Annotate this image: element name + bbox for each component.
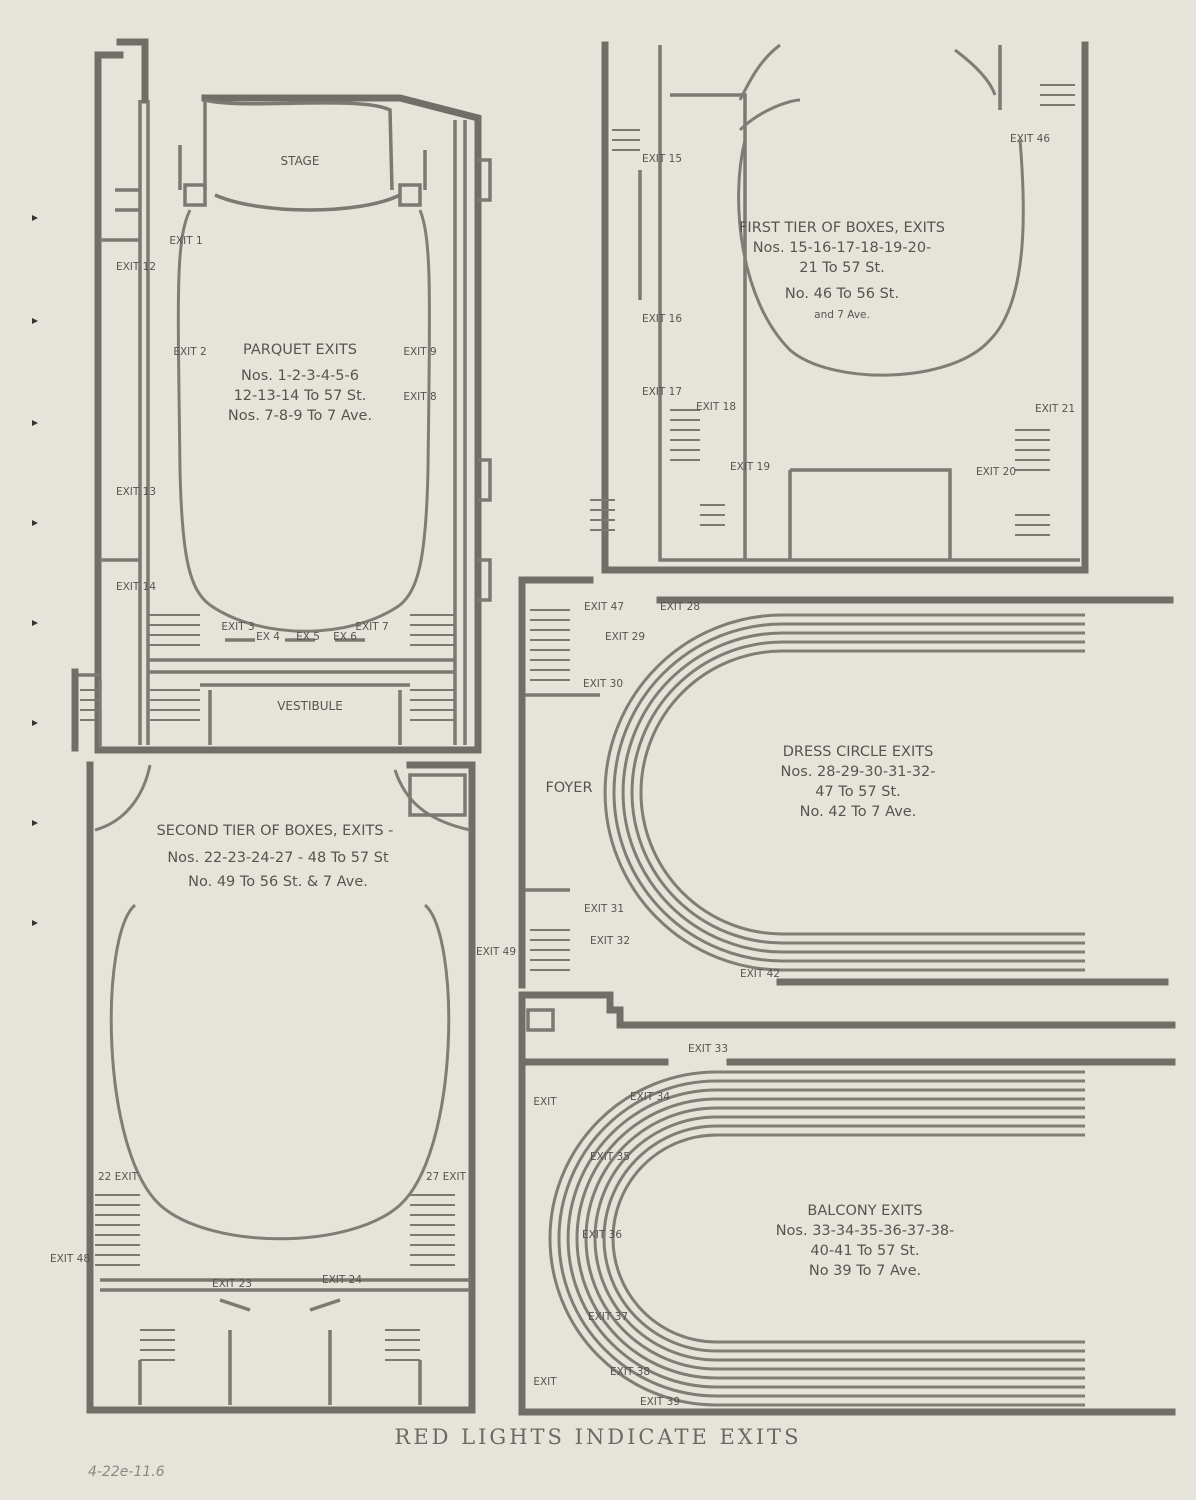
balcony-plan	[518, 991, 1176, 1416]
foyer-label: FOYER	[545, 780, 592, 796]
dress-circle-seat-row	[621, 631, 1085, 954]
exit-1: EXIT 1	[169, 235, 202, 247]
exit-37: EXIT 37	[588, 1311, 628, 1323]
exit-6: EX 6	[333, 631, 357, 643]
dress-circle-line-3: No. 42 To 7 Ave.	[800, 804, 917, 820]
first-tier-line-1: Nos. 15-16-17-18-19-20-	[753, 240, 932, 256]
exit-17: EXIT 17	[642, 386, 682, 398]
exit-14: EXIT 14	[116, 581, 156, 593]
exit-36: EXIT 36	[582, 1229, 622, 1241]
dress-circle-plan	[518, 576, 1174, 989]
exit-39: EXIT 39	[640, 1396, 680, 1408]
second-tier-line-1: Nos. 22-23-24-27 - 48 To 57 St	[167, 850, 389, 866]
exit-29: EXIT 29	[605, 631, 645, 643]
exit-19: EXIT 19	[730, 461, 770, 473]
first-tier-labels: FIRST TIER OF BOXES, EXITS Nos. 15-16-17…	[642, 133, 1075, 478]
exit-27: 27 EXIT	[426, 1171, 467, 1183]
parquet-title: PARQUET EXITS	[243, 342, 357, 358]
dress-circle-seat-row	[612, 622, 1085, 963]
exit-2: EXIT 2	[173, 346, 206, 358]
dress-circle-line-2: 47 To 57 St.	[815, 784, 901, 800]
exit-13: EXIT 13	[116, 486, 156, 498]
first-tier-plan	[590, 41, 1089, 574]
exit-22: 22 EXIT	[98, 1171, 139, 1183]
dress-circle-seat-row	[639, 649, 1085, 936]
dress-circle-title: DRESS CIRCLE EXITS	[783, 744, 934, 760]
parquet-line-1: Nos. 1-2-3-4-5-6	[241, 368, 359, 384]
second-tier-labels: SECOND TIER OF BOXES, EXITS - Nos. 22-23…	[50, 823, 516, 1290]
parquet-line-2: 12-13-14 To 57 St.	[234, 388, 367, 404]
exit-16: EXIT 16	[642, 313, 682, 325]
parquet-line-3: Nos. 7-8-9 To 7 Ave.	[228, 408, 372, 424]
exit-32: EXIT 32	[590, 935, 630, 947]
balcony-labels: BALCONY EXITS Nos. 33-34-35-36-37-38- 40…	[533, 1043, 954, 1408]
exit-31: EXIT 31	[584, 903, 624, 915]
exit-5: EX 5	[296, 631, 320, 643]
stage-label: STAGE	[281, 154, 320, 168]
exit-23: EXIT 23	[212, 1278, 252, 1290]
exit-7: EXIT 7	[355, 621, 388, 633]
vestibule-label: VESTIBULE	[277, 699, 343, 713]
exit-38: EXIT 38	[610, 1366, 650, 1378]
parquet-plan	[71, 38, 492, 754]
exit-12: EXIT 12	[116, 261, 156, 273]
first-tier-line-2: 21 To 57 St.	[799, 260, 885, 276]
exit-47: EXIT 47	[584, 601, 624, 613]
exit-9: EXIT 9	[403, 346, 436, 358]
first-tier-title: FIRST TIER OF BOXES, EXITS	[739, 220, 945, 236]
binding-edge-marks	[32, 215, 38, 926]
balcony-line-3: No 39 To 7 Ave.	[809, 1263, 921, 1279]
first-tier-line-3: No. 46 To 56 St.	[785, 286, 899, 302]
exit-balcony-left-top: EXIT	[533, 1096, 557, 1108]
first-tier-line-4: and 7 Ave.	[814, 309, 870, 321]
balcony-seat-row	[584, 1106, 1085, 1371]
dress-circle-seat-row	[630, 640, 1085, 945]
parquet-labels: STAGE VESTIBULE PARQUET EXITS Nos. 1-2-3…	[116, 154, 437, 713]
exit-34: EXIT 34	[630, 1091, 670, 1103]
exit-46: EXIT 46	[1010, 133, 1050, 145]
balcony-seat-row	[602, 1124, 1085, 1353]
archive-note: 4-22e-11.6	[88, 1464, 165, 1480]
second-tier-title: SECOND TIER OF BOXES, EXITS -	[157, 823, 394, 839]
dress-circle-line-1: Nos. 28-29-30-31-32-	[781, 764, 936, 780]
exit-4: EX 4	[256, 631, 280, 643]
balcony-title: BALCONY EXITS	[807, 1203, 922, 1219]
balcony-seat-row	[611, 1133, 1085, 1344]
dress-circle-labels: FOYER DRESS CIRCLE EXITS Nos. 28-29-30-3…	[545, 601, 935, 980]
balcony-seat-row	[557, 1079, 1085, 1398]
exit-8: EXIT 8	[403, 391, 436, 403]
exit-49: EXIT 49	[476, 946, 516, 958]
exit-20: EXIT 20	[976, 466, 1016, 478]
exit-24: EXIT 24	[322, 1274, 362, 1286]
second-tier-line-2: No. 49 To 56 St. & 7 Ave.	[188, 874, 368, 890]
dress-circle-seat-row	[603, 613, 1085, 972]
balcony-seat-row	[566, 1088, 1085, 1389]
exit-48: EXIT 48	[50, 1253, 90, 1265]
exit-3: EXIT 3	[221, 621, 254, 633]
exit-35: EXIT 35	[590, 1151, 630, 1163]
balcony-seat-row	[548, 1070, 1085, 1407]
exit-33: EXIT 33	[688, 1043, 728, 1055]
exit-21: EXIT 21	[1035, 403, 1075, 415]
balcony-line-1: Nos. 33-34-35-36-37-38-	[776, 1223, 955, 1239]
exit-15: EXIT 15	[642, 153, 682, 165]
exit-balcony-left-bottom: EXIT	[533, 1376, 557, 1388]
exit-42: EXIT 42	[740, 968, 780, 980]
balcony-seat-row	[575, 1097, 1085, 1380]
second-tier-plan	[86, 761, 476, 1414]
balcony-seat-row	[593, 1115, 1085, 1362]
balcony-line-2: 40-41 To 57 St.	[810, 1243, 919, 1259]
exit-18: EXIT 18	[696, 401, 736, 413]
exit-28: EXIT 28	[660, 601, 700, 613]
footer-caption: RED LIGHTS INDICATE EXITS	[394, 1425, 802, 1449]
exit-30: EXIT 30	[583, 678, 623, 690]
